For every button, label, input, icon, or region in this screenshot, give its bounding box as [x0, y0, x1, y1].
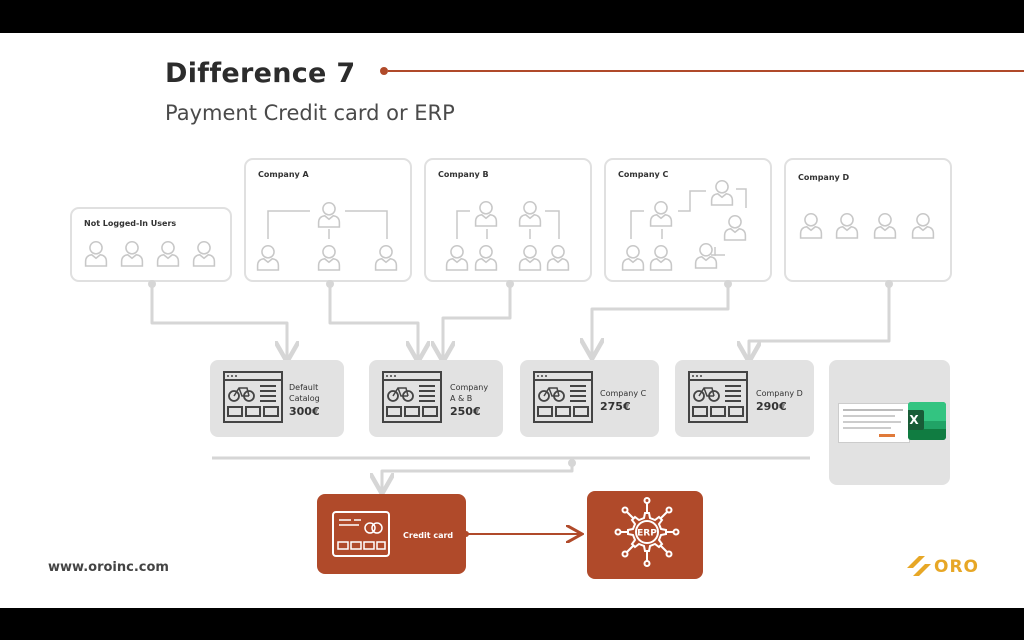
catalog-page-icon: [381, 370, 445, 426]
person-icon: [649, 200, 673, 227]
group-label: Company C: [618, 170, 669, 179]
catalog-price: 290€: [756, 400, 787, 413]
catalog-card-company-c: Company C 275€: [520, 360, 659, 437]
erp-gear-icon: ERP: [614, 497, 680, 567]
person-icon: [911, 212, 935, 239]
erp-text: ERP: [637, 529, 657, 539]
catalog-price: 275€: [600, 400, 631, 413]
person-icon: [317, 244, 341, 271]
catalog-page-icon: [222, 370, 286, 426]
person-icon: [710, 179, 734, 206]
group-label: Not Logged-In Users: [84, 219, 177, 228]
catalog-card-company-d: Company D 290€: [675, 360, 814, 437]
catalog-line1: Company C: [600, 389, 647, 398]
credit-card-label: Credit card: [403, 531, 454, 540]
slide: Difference 7 Payment Credit card or ERP …: [0, 33, 1024, 608]
title-rule: [380, 67, 1024, 75]
person-icon: [621, 244, 645, 271]
group-company-d: Company D: [784, 158, 952, 282]
person-icon: [835, 212, 859, 239]
catalog-line2: A & B: [450, 394, 473, 403]
credit-card-icon: [332, 511, 390, 557]
person-icon: [374, 244, 398, 271]
catalog-line2: Catalog: [289, 394, 320, 403]
person-icon: [317, 201, 341, 228]
person-icon: [474, 244, 498, 271]
catalog-page-icon: [687, 370, 751, 426]
people-layer: [84, 179, 935, 271]
oro-logo-icon: [907, 556, 931, 576]
person-icon: [546, 244, 570, 271]
person-icon: [694, 242, 718, 269]
person-icon: [873, 212, 897, 239]
catalog-card-default: Default Catalog 300€: [210, 360, 344, 437]
catalog-page-icon: [532, 370, 596, 426]
group-label: Company B: [438, 170, 489, 179]
website-link[interactable]: www.oroinc.com: [48, 560, 169, 575]
person-icon: [256, 244, 280, 271]
group-label: Company A: [258, 170, 309, 179]
person-icon: [474, 200, 498, 227]
connectors: [148, 280, 893, 608]
erp-box: ERP: [587, 491, 703, 579]
excel-x-badge: X: [908, 410, 924, 430]
person-icon: [192, 240, 216, 267]
catalog-card-company-ab: Company A & B 250€: [369, 360, 503, 437]
catalog-line1: Company: [450, 383, 489, 392]
spreadsheet-thumbnail: [838, 403, 910, 443]
catalog-price: 300€: [289, 405, 320, 418]
person-icon: [84, 240, 108, 267]
hierarchy-arrows: [267, 188, 747, 256]
credit-card-box: Credit card: [317, 494, 466, 574]
person-icon: [518, 200, 542, 227]
person-icon: [445, 244, 469, 271]
erp-export-card: X: [829, 360, 950, 485]
page-subtitle: Payment Credit card or ERP: [165, 101, 455, 125]
person-icon: [799, 212, 823, 239]
person-icon: [518, 244, 542, 271]
person-icon: [649, 244, 673, 271]
excel-icon: X: [908, 402, 946, 440]
catalog-line1: Company D: [756, 389, 803, 398]
person-icon: [723, 214, 747, 241]
catalog-line1: Default: [289, 383, 319, 392]
person-icon: [156, 240, 180, 267]
page-title: Difference 7: [165, 58, 356, 89]
group-label: Company D: [798, 173, 850, 182]
person-icon: [120, 240, 144, 267]
catalog-price: 250€: [450, 405, 481, 418]
oro-logo-text: ORO: [934, 557, 979, 577]
